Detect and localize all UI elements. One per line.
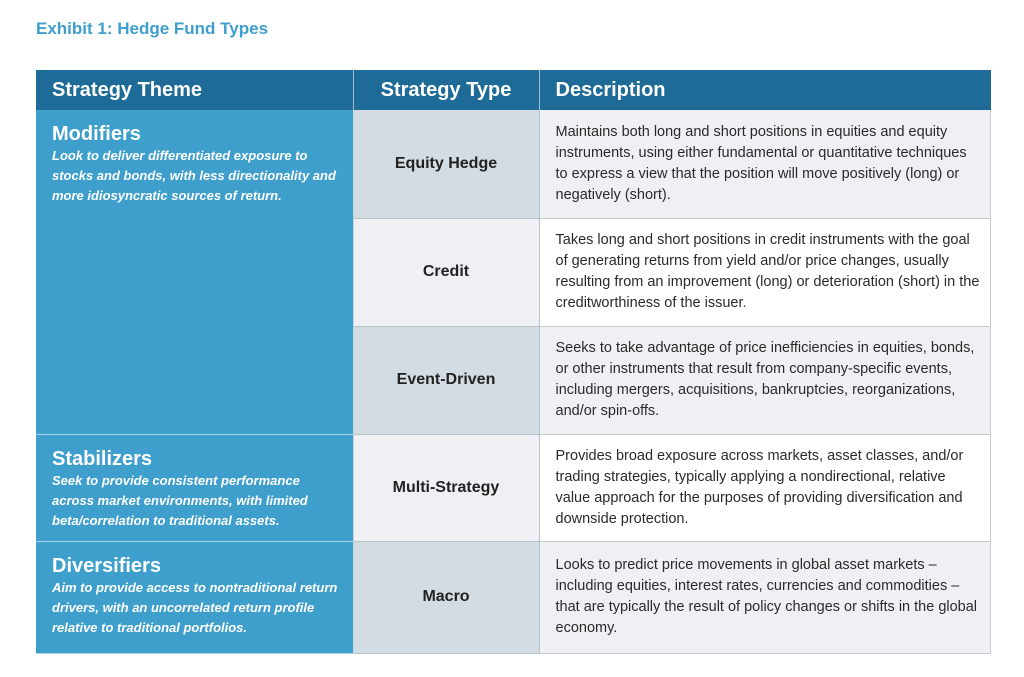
header-strategy-type: Strategy Type xyxy=(353,70,540,110)
table-row: Credit Takes long and short positions in… xyxy=(36,218,991,327)
theme-description: Seek to provide consistent performance a… xyxy=(52,472,308,528)
description-cell: Maintains both long and short positions … xyxy=(539,110,991,219)
theme-name: Modifiers xyxy=(52,123,141,145)
exhibit-title: Exhibit 1: Hedge Fund Types xyxy=(36,19,269,38)
strategy-type-cell: Multi-Strategy xyxy=(353,434,540,542)
table-header-row: Strategy Theme Strategy Type Description xyxy=(36,70,991,110)
theme-description: Look to deliver differentiated exposure … xyxy=(52,148,336,203)
description-cell: Looks to predict price movements in glob… xyxy=(539,541,991,654)
strategy-type-cell: Event-Driven xyxy=(353,326,540,435)
table-row: Diversifiers Aim to provide access to no… xyxy=(36,541,991,654)
theme-cell-stabilizers: Stabilizers Seek to provide consistent p… xyxy=(36,434,354,542)
theme-cell-diversifiers: Diversifiers Aim to provide access to no… xyxy=(36,541,354,654)
strategy-type-cell: Equity Hedge xyxy=(353,110,540,219)
description-cell: Takes long and short positions in credit… xyxy=(539,218,991,327)
table-row: Modifiers Look to deliver differentiated… xyxy=(36,110,991,435)
theme-name: Stabilizers xyxy=(52,447,153,470)
description-cell: Provides broad exposure across markets, … xyxy=(539,434,991,542)
hedge-fund-types-table: Strategy Theme Strategy Type Description… xyxy=(36,70,991,654)
description-cell: Seeks to take advantage of price ineffic… xyxy=(539,326,991,435)
header-strategy-theme: Strategy Theme xyxy=(36,70,354,110)
table-row: Stabilizers Seek to provide consistent p… xyxy=(36,434,991,542)
theme-cell-modifiers: Modifiers Look to deliver differentiated… xyxy=(36,110,354,435)
strategy-type-cell: Macro xyxy=(353,541,540,654)
table-row: Event-Driven Seeks to take advantage of … xyxy=(36,326,991,435)
theme-name: Diversifiers xyxy=(52,554,161,577)
theme-description: Aim to provide access to nontraditional … xyxy=(52,579,338,635)
strategy-type-cell: Credit xyxy=(353,218,540,327)
header-description: Description xyxy=(539,70,991,110)
